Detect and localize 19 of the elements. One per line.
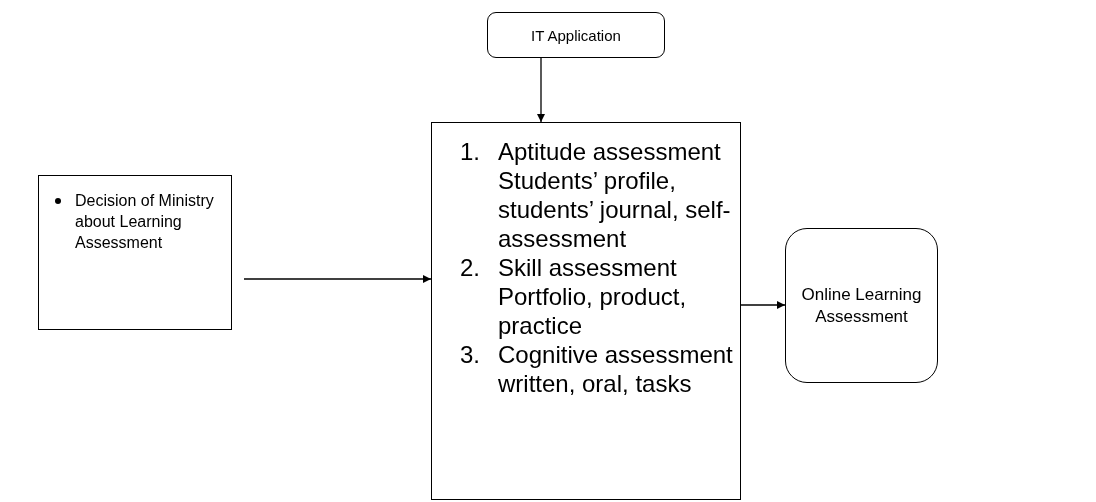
arrow: [537, 57, 545, 123]
list-heading: Skill assessment: [498, 253, 678, 282]
process-box: [431, 122, 741, 500]
rounded-box: [785, 228, 938, 383]
arrow: [243, 275, 432, 283]
rounded-box: [487, 12, 665, 58]
bullet-text: Decision of Ministry about Learning Assessment: [75, 191, 215, 253]
list-number: 2.: [460, 253, 481, 282]
list-number: 3.: [460, 340, 481, 369]
arrow: [740, 301, 786, 309]
list-heading: Aptitude assessment: [498, 137, 722, 166]
list-detail: written, oral, tasks: [498, 369, 693, 398]
node-label: Online Learning Assessment: [800, 283, 923, 328]
list-detail: Students’ profile, students’ journal, self-assessment: [498, 166, 732, 253]
list-number: 1.: [460, 137, 481, 166]
process-box: [38, 175, 232, 330]
node-label: IT Application: [531, 26, 621, 44]
list-detail: Portfolio, product, practice: [498, 282, 688, 340]
list-heading: Cognitive assessment: [498, 340, 734, 369]
